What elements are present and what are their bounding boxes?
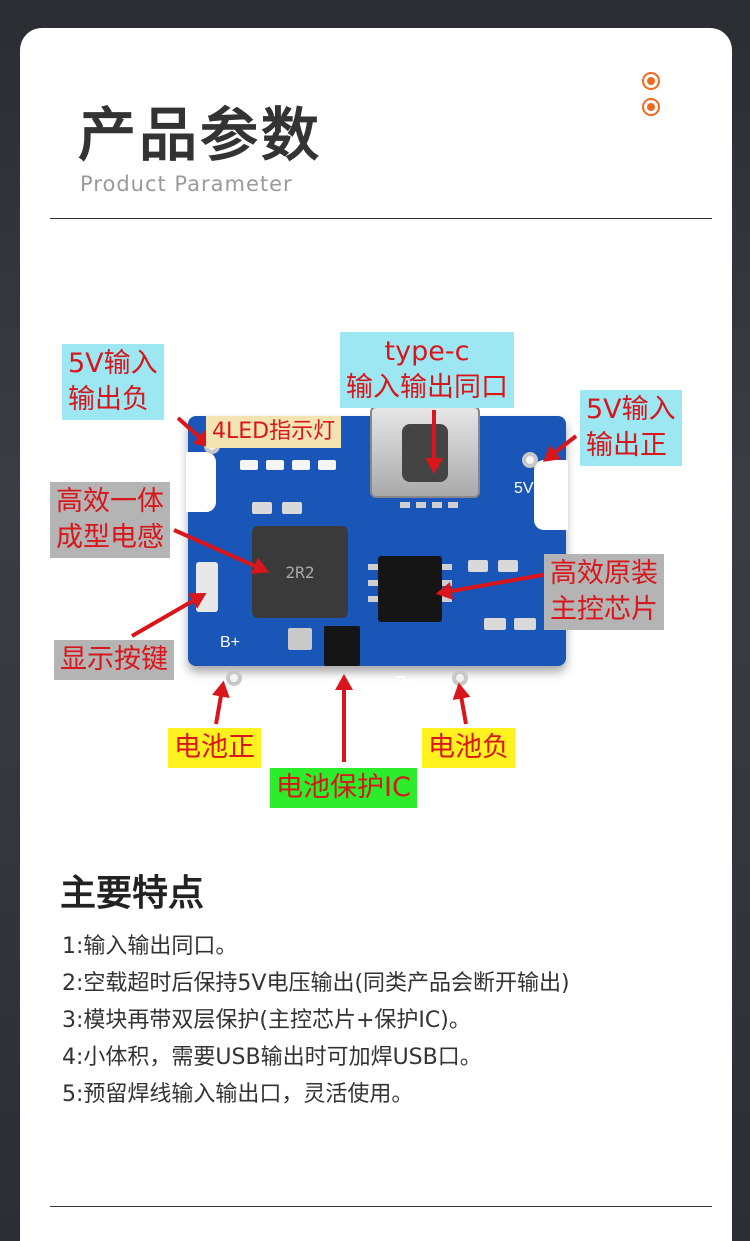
features-title: 主要特点 [60, 873, 205, 914]
label-inductor: 高效一体 成型电感 [50, 482, 170, 558]
arrow-type-c [432, 410, 436, 470]
content-card: 产品参数 Product Parameter 2R2 [20, 28, 732, 1241]
page-subtitle: Product Parameter [80, 172, 293, 196]
silk-b-plus: B+ [220, 634, 241, 651]
usb-c-port [370, 406, 480, 498]
label-in-out-pos: 5V输入 输出正 [580, 390, 682, 466]
arrow-battery-pos [214, 684, 225, 725]
list-item: 2:空载超时后保持5V电压输出(同类产品会断开输出) [62, 971, 570, 996]
label-battery-protect-ic: 电池保护IC [270, 768, 417, 808]
features-list: 1:输入输出同口。 2:空载超时后保持5V电压输出(同类产品会断开输出) 3:模… [62, 928, 570, 1113]
main-control-chip [378, 556, 442, 622]
led-4 [318, 460, 336, 470]
led-2 [266, 460, 284, 470]
led-1 [240, 460, 258, 470]
label-in-out-neg: 5V输入 输出负 [62, 344, 164, 420]
label-led-indicator: 4LED指示灯 [206, 416, 342, 448]
label-main-chip: 高效原装 主控芯片 [544, 554, 664, 630]
circle-dot-icon [642, 72, 660, 90]
arrow-battery-neg [457, 686, 468, 725]
label-type-c: type-c 输入输出同口 [340, 332, 514, 408]
inductor: 2R2 [252, 526, 348, 618]
list-item: 5:预留焊线输入输出口，灵活使用。 [62, 1082, 414, 1107]
battery-protect-chip [324, 626, 360, 666]
arrow-protect-ic [342, 678, 346, 762]
page-title: 产品参数 [78, 101, 323, 169]
inductor-mark: 2R2 [285, 562, 315, 582]
silk-b-minus: B- [396, 674, 412, 691]
list-item: 1:输入输出同口。 [62, 934, 238, 959]
board-diagram: 2R2 B+ B- 5V 5V输入 输出负 [20, 288, 732, 828]
list-item: 4:小体积，需要USB输出时可加焊USB口。 [62, 1045, 482, 1070]
list-item: 3:模块再带双层保护(主控芯片+保护IC)。 [62, 1008, 471, 1033]
circle-dot-icon [642, 98, 660, 116]
label-battery-pos: 电池正 [168, 728, 261, 768]
silk-5v: 5V [514, 480, 534, 497]
label-display-button: 显示按键 [54, 640, 174, 680]
header-divider [50, 218, 712, 219]
footer-divider [50, 1206, 712, 1207]
decorative-dots [642, 72, 660, 124]
pad-out-pos [522, 452, 538, 468]
led-3 [292, 460, 310, 470]
label-battery-neg: 电池负 [422, 728, 515, 768]
